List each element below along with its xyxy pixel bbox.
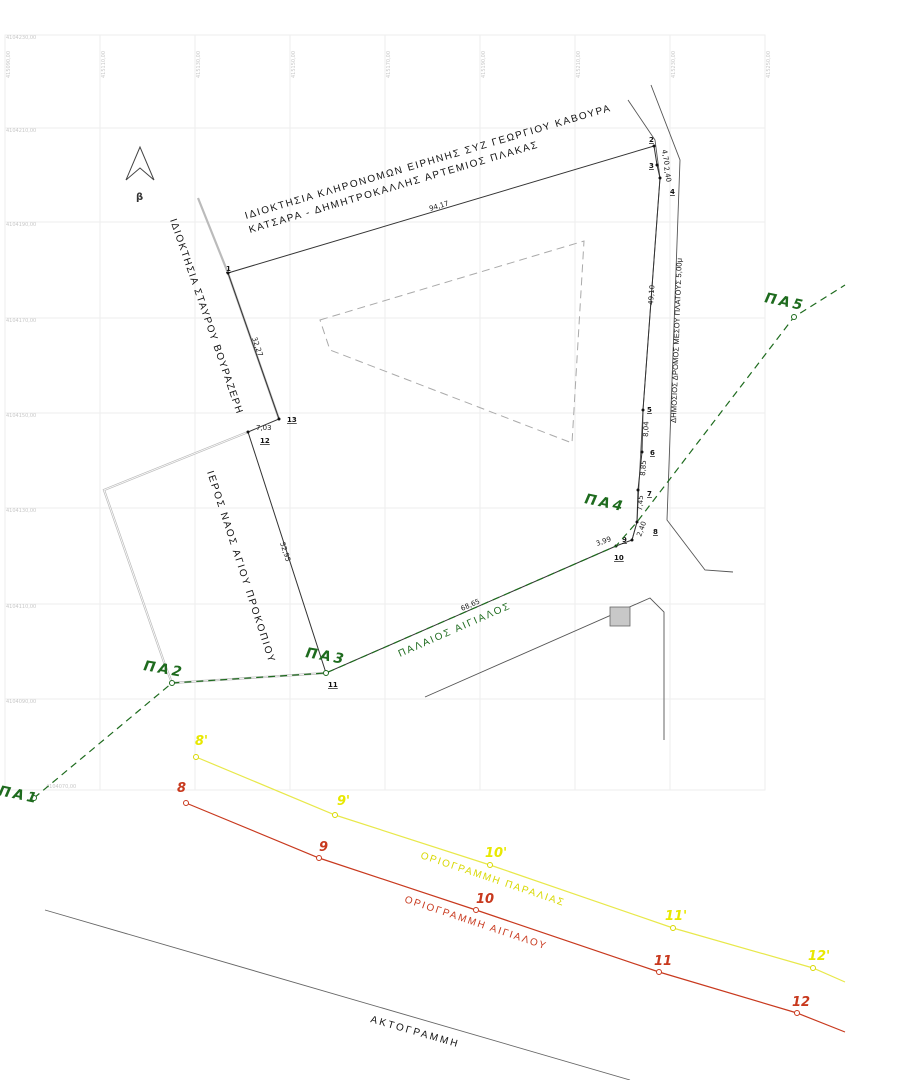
beach-point-label: 9' bbox=[337, 794, 350, 809]
building bbox=[609, 606, 631, 627]
grid-y-label: 4104190,00 bbox=[6, 222, 36, 228]
old-shore-label: ΠΑΛΑΙΟΣ ΑΙΓΙΑΛΟΣ bbox=[397, 601, 511, 659]
grid-y-label: 4104230,00 bbox=[6, 35, 36, 41]
point-label: 7 bbox=[647, 490, 652, 498]
shore-point-label: 9 bbox=[319, 840, 328, 855]
shore-point-label: 11 bbox=[654, 954, 672, 969]
owner-north-line1: ΙΔΙΟΚΤΗΣΙΑ ΚΛΗΡΟΝΟΜΩΝ ΕΙΡΗΝΗΣ ΣΥΖ ΓΕΩΡΓΙ… bbox=[244, 103, 612, 222]
grid-x-label: 415110,00 bbox=[101, 51, 107, 78]
vertex-markers bbox=[226, 144, 662, 548]
beach-point-label: 8' bbox=[195, 734, 208, 749]
shore-boundary-line: 8 9 10 11 12 bbox=[177, 781, 846, 1033]
grid-x-label: 415190,00 bbox=[481, 51, 487, 78]
building-outline bbox=[319, 240, 585, 444]
distance-label: 8,85 bbox=[639, 460, 648, 476]
point-label: 8 bbox=[653, 528, 658, 536]
grid-y-label: 4104170,00 bbox=[6, 318, 36, 324]
old-shore-point-label: ΠΑ5 bbox=[763, 290, 807, 314]
distance-label: 2,40 bbox=[662, 166, 673, 183]
point-label: 10 bbox=[614, 554, 624, 562]
point-label: 12 bbox=[260, 437, 270, 445]
grid-x-label: 415230,00 bbox=[671, 51, 677, 78]
point-label: 1 bbox=[226, 265, 231, 273]
grid-y-label: 4104110,00 bbox=[6, 604, 36, 610]
point-label: 6 bbox=[650, 449, 655, 457]
north-label: β bbox=[136, 192, 143, 203]
distance-label: 3,99 bbox=[595, 535, 612, 548]
beach-point-label: 12' bbox=[808, 949, 830, 964]
coordinate-grid: 415090,00 415110,00 415130,00 415150,00 … bbox=[4, 34, 772, 791]
shore-point-label: 12 bbox=[792, 995, 810, 1010]
grid-x-label: 415090,00 bbox=[6, 51, 12, 78]
beach-boundary-line: 8' 9' 10' 11' 12' bbox=[193, 734, 846, 983]
coastline bbox=[44, 909, 631, 1080]
grid-y-label: 4104150,00 bbox=[6, 413, 36, 419]
distance-label: 68,65 bbox=[460, 597, 482, 612]
shore-point-label: 8 bbox=[177, 781, 186, 796]
distance-label: 7,03 bbox=[256, 424, 272, 432]
church-label: ΙΕΡΟΣ ΝΑΟΣ ΑΓΙΟΥ ΠΡΟΚΟΠΙΟΥ bbox=[204, 470, 276, 664]
beach-point-label: 10' bbox=[485, 846, 507, 861]
distance-label: 94,17 bbox=[428, 200, 449, 213]
point-label: 11 bbox=[328, 681, 338, 689]
beach-point-label: 11' bbox=[665, 909, 687, 924]
point-label: 5 bbox=[647, 406, 652, 414]
point-label: 3 bbox=[649, 162, 654, 170]
grid-y-label: 4104130,00 bbox=[6, 508, 36, 514]
point-label: 9 bbox=[622, 536, 627, 544]
grid-y-label: 4104070,00 bbox=[46, 784, 76, 790]
old-shore-line: ΠΑ1 ΠΑ2 ΠΑ3 ΠΑ4 ΠΑ5 bbox=[0, 284, 846, 807]
neighbour-boundaries bbox=[102, 197, 327, 685]
distance-label: 7,45 bbox=[636, 495, 645, 511]
old-shore-point-label: ΠΑ2 bbox=[142, 658, 185, 681]
old-shore-point-label: ΠΑ1 bbox=[0, 783, 41, 807]
grid-x-label: 415130,00 bbox=[196, 51, 202, 78]
old-shore-point-label: ΠΑ4 bbox=[583, 491, 627, 515]
distance-label: 32,27 bbox=[250, 336, 264, 358]
distance-label: 4,70 bbox=[660, 149, 671, 166]
north-arrow-icon: β bbox=[125, 145, 155, 203]
grid-x-label: 415170,00 bbox=[386, 51, 392, 78]
old-shore-point-label: ΠΑ3 bbox=[304, 645, 347, 668]
coastline-label: ΑΚΤΟΓΡΑΜΜΗ bbox=[369, 1014, 459, 1049]
grid-y-label: 4104090,00 bbox=[6, 699, 36, 705]
point-label: 13 bbox=[287, 416, 297, 424]
property-boundary bbox=[227, 145, 661, 674]
grid-x-label: 415150,00 bbox=[291, 51, 297, 78]
grid-x-label: 415250,00 bbox=[766, 51, 772, 78]
road-label: ΔΗΜΟΣΙΟΣ ΔΡΟΜΟΣ ΜΕΣΟΥ ΠΛΑΤΟΥΣ 5,00μ bbox=[669, 258, 684, 423]
point-label: 2 bbox=[649, 136, 654, 144]
owner-west: ΙΔΙΟΚΤΗΣΙΑ ΣΤΑΥΡΟΥ ΒΟΥΡΑΖΕΡΗ bbox=[167, 217, 244, 414]
grid-y-label: 4104210,00 bbox=[6, 128, 36, 134]
grid-x-label: 415210,00 bbox=[576, 51, 582, 78]
distance-label: 49,10 bbox=[647, 285, 656, 306]
distance-label: 8,04 bbox=[642, 421, 651, 437]
shore-point-label: 10 bbox=[476, 892, 494, 907]
point-label: 4 bbox=[670, 188, 675, 196]
